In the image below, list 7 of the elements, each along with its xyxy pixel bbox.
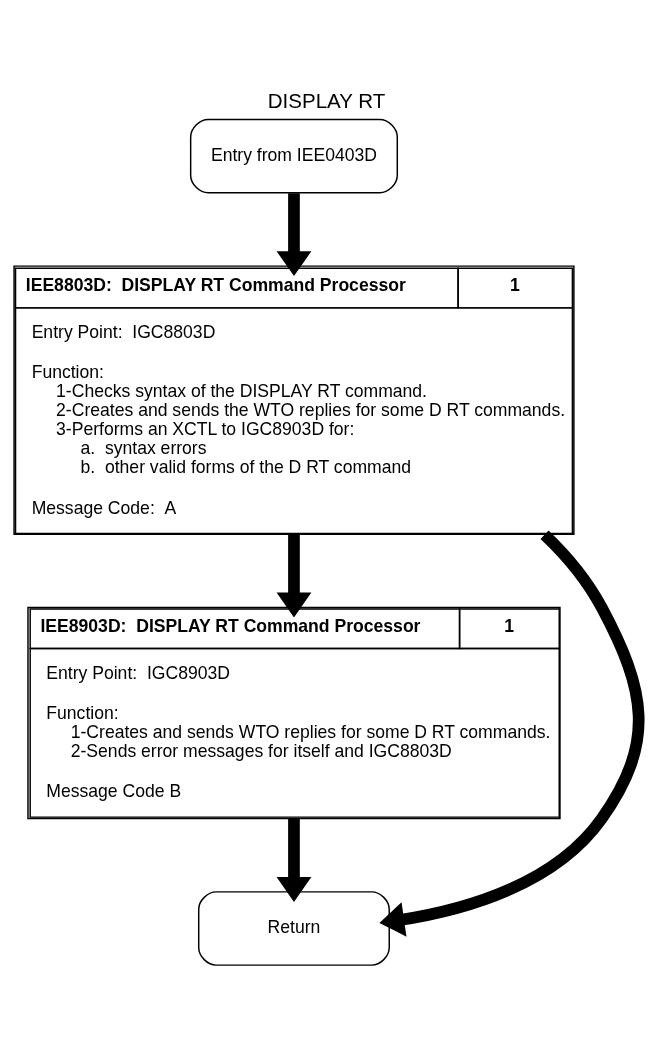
diagram-title: DISPLAY RT [267,88,386,112]
arrow [276,533,312,617]
arrow [276,192,312,276]
node-box: Return [198,890,390,966]
arrow [276,818,312,902]
node-box: Entry from IEE0403D [189,118,399,194]
arrow [379,529,645,937]
